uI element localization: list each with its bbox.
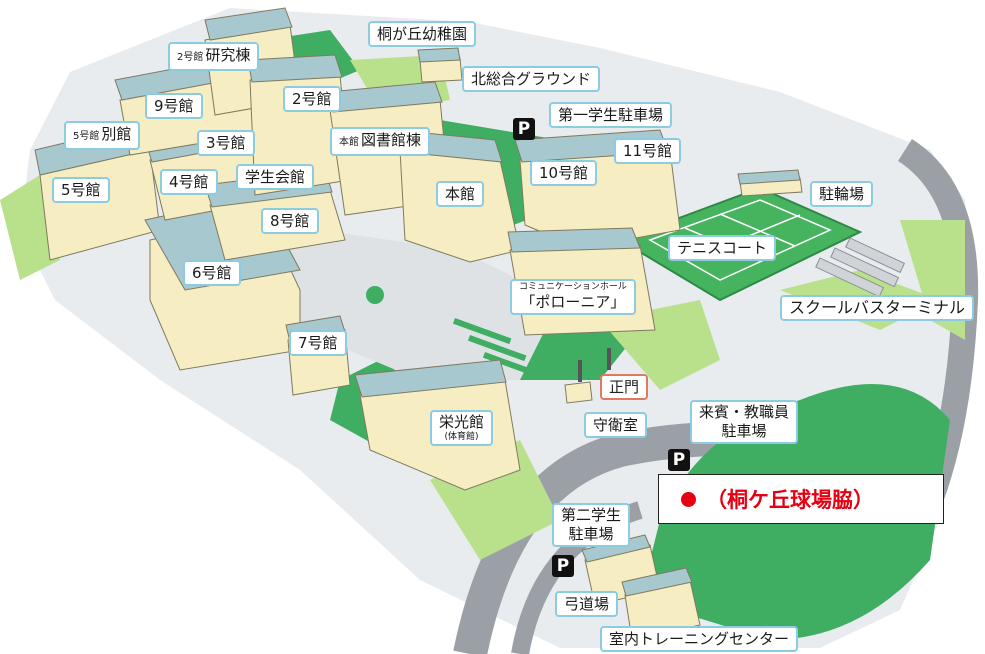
label-kindergarten: 桐が丘幼稚園 — [368, 21, 477, 47]
label-no4: 4号館 — [160, 169, 218, 195]
label-no3: 3号館 — [197, 130, 255, 156]
red-dot-marker-icon — [681, 491, 696, 507]
label-student-hall: 学生会館 — [236, 164, 315, 190]
label-polonia: コミュニケーションホール 「ポローニア」 — [510, 279, 636, 315]
label-no7: 7号館 — [289, 330, 347, 356]
label-main-gate: 正門 — [600, 374, 649, 400]
bldg-bicycle — [737, 169, 803, 197]
label-no5: 5号館 — [52, 177, 110, 203]
location-callout: （桐ケ丘球場脇） — [658, 474, 944, 524]
bldg-training — [621, 567, 701, 641]
bus-terminal — [815, 237, 906, 298]
label-no11: 11号館 — [614, 138, 682, 164]
label-training-center: 室内トレーニングセンター — [600, 626, 799, 652]
label-second-parking: 第二学生 駐車場 — [552, 503, 631, 547]
label-research-building: 2号館研究棟 — [168, 42, 260, 71]
parking-icon-second: P — [552, 555, 574, 577]
label-no6: 6号館 — [183, 260, 241, 286]
bldg-guard — [564, 381, 593, 404]
label-library: 本館図書館棟 — [330, 127, 431, 156]
label-kyudojo: 弓道場 — [555, 591, 619, 617]
label-no10: 10号館 — [530, 160, 598, 186]
label-kita-ground: 北総合グラウンド — [462, 66, 601, 92]
parking-icon-first: P — [513, 118, 535, 140]
label-no2: 2号館 — [283, 86, 341, 112]
bldg-kindergarten — [417, 47, 463, 83]
label-bicycle-parking: 駐輪場 — [810, 181, 874, 207]
label-eikokan: 栄光館 (体育館) — [430, 410, 494, 446]
location-callout-text: （桐ケ丘球場脇） — [706, 488, 874, 512]
parking-icon-guest: P — [668, 449, 690, 471]
plaza-bars — [452, 318, 542, 379]
label-first-parking: 第一学生駐車場 — [549, 102, 673, 128]
label-no9: 9号館 — [145, 93, 203, 119]
label-no8: 8号館 — [261, 208, 319, 234]
label-main-building: 本館 — [436, 181, 485, 207]
label-guest-parking: 来賓・教職員 駐車場 — [690, 400, 799, 444]
label-annex: 5号館別館 — [64, 121, 141, 150]
label-tennis-court: テニスコート — [668, 235, 777, 261]
label-school-bus: スクールバスターミナル — [780, 295, 975, 321]
plaza-tree — [366, 286, 384, 304]
gate-posts — [578, 348, 611, 382]
label-guard-room: 守衛室 — [584, 412, 648, 438]
